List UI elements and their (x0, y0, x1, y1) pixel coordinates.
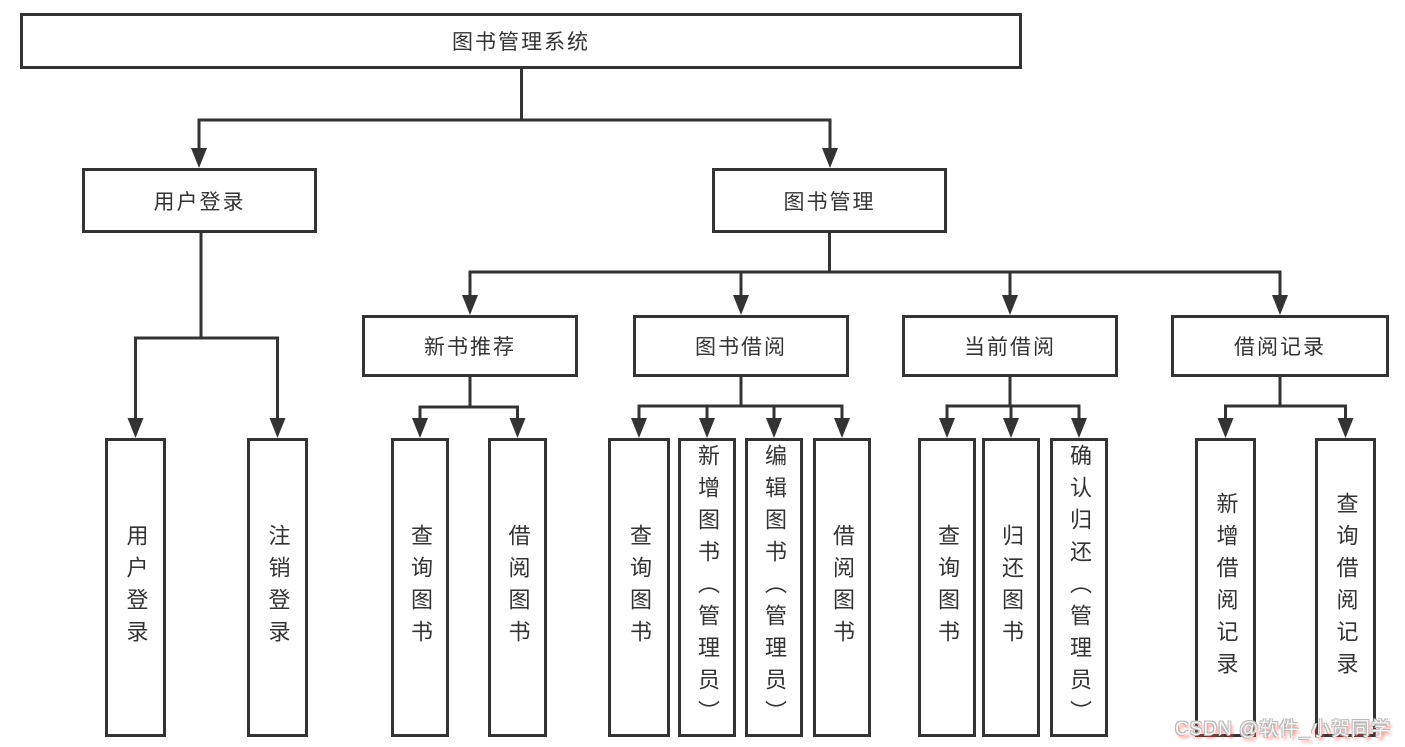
leaf-return-books: 归还图书 (982, 438, 1040, 737)
leaf-query-books-borrow-label: 查询图书 (627, 523, 652, 652)
leaf-logout-label: 注销登录 (265, 523, 291, 652)
connector-root-to-level2 (191, 69, 838, 168)
connector-user-login-to-leaves (127, 233, 286, 438)
connector-book-borrow-to-leaves (631, 377, 850, 438)
node-book-management: 图书管理 (712, 168, 947, 233)
leaf-edit-book-admin-label: 编辑图书（管理员） (762, 443, 787, 732)
leaf-edit-book-admin: 编辑图书（管理员） (745, 438, 803, 737)
connector-new-book-recommend-to-leaves (412, 377, 526, 438)
node-current-borrow: 当前借阅 (902, 315, 1118, 377)
leaf-query-books-borrow: 查询图书 (608, 438, 670, 737)
node-current-borrow-label: 当前借阅 (964, 336, 1056, 359)
leaf-query-books-current: 查询图书 (918, 438, 976, 737)
node-borrow-records: 借阅记录 (1171, 315, 1389, 377)
leaf-add-borrow-record-label: 新增借阅记录 (1213, 491, 1239, 684)
leaf-query-books-current-label: 查询图书 (935, 523, 960, 652)
node-user-login: 用户登录 (82, 168, 317, 233)
leaf-user-login-label: 用户登录 (123, 523, 149, 652)
leaf-confirm-return-admin: 确认归还（管理员） (1050, 438, 1108, 737)
leaf-borrow-books-recommend: 借阅图书 (488, 438, 547, 737)
leaf-add-book-admin-label: 新增图书（管理员） (695, 443, 720, 732)
node-borrow-records-label: 借阅记录 (1234, 336, 1326, 359)
leaf-query-borrow-record: 查询借阅记录 (1315, 438, 1376, 737)
connector-book-management-to-level3 (462, 233, 1288, 315)
csdn-watermark: CSDN @软件_小贺同学 (1175, 719, 1391, 740)
node-user-login-label: 用户登录 (153, 190, 246, 214)
leaf-return-books-label: 归还图书 (999, 523, 1024, 652)
leaf-query-books-recommend-label: 查询图书 (408, 523, 433, 652)
leaf-borrow-books-recommend-label: 借阅图书 (505, 523, 531, 652)
leaf-query-borrow-record-label: 查询借阅记录 (1333, 491, 1359, 684)
leaf-borrow-books: 借阅图书 (813, 438, 871, 737)
leaf-add-book-admin: 新增图书（管理员） (678, 438, 736, 737)
leaf-borrow-books-label: 借阅图书 (830, 523, 855, 652)
leaf-user-login: 用户登录 (105, 438, 166, 737)
connector-current-borrow-to-leaves (939, 377, 1087, 438)
node-book-borrow-label: 图书借阅 (695, 336, 787, 359)
node-book-borrow: 图书借阅 (633, 315, 849, 377)
node-root: 图书管理系统 (20, 13, 1022, 69)
node-new-book-recommend-label: 新书推荐 (424, 336, 516, 359)
leaf-logout: 注销登录 (247, 438, 308, 737)
node-book-management-label: 图书管理 (783, 190, 876, 214)
leaf-confirm-return-admin-label: 确认归还（管理员） (1067, 443, 1092, 732)
node-root-label: 图书管理系统 (452, 31, 590, 54)
leaf-query-books-recommend: 查询图书 (391, 438, 449, 737)
leaf-add-borrow-record: 新增借阅记录 (1195, 438, 1256, 737)
node-new-book-recommend: 新书推荐 (362, 315, 578, 377)
connector-borrow-records-to-leaves (1217, 377, 1354, 438)
